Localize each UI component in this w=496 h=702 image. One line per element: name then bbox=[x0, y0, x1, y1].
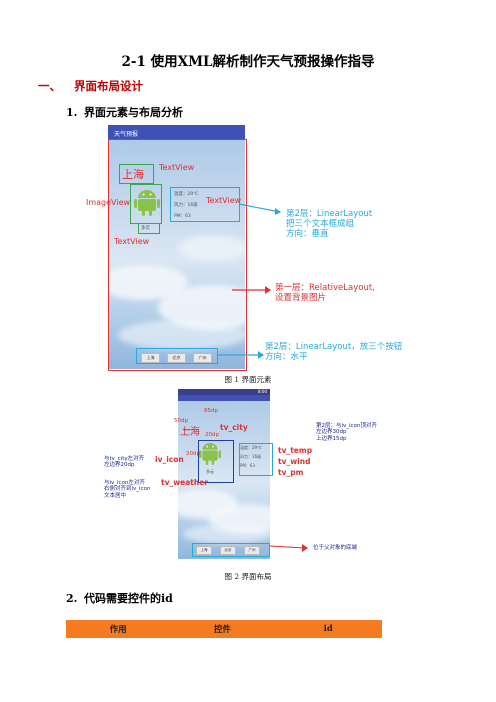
figure1-caption: 图 1 界面元素 bbox=[224, 375, 272, 384]
fig2-icon-box bbox=[198, 440, 234, 483]
fig1-weather-box bbox=[138, 223, 160, 234]
fig2-button-beijing[interactable]: 北京 bbox=[220, 546, 236, 555]
subheading-ids: 2. 代码需要控件的id bbox=[66, 590, 173, 606]
annotation-line: 把三个文本框成组 bbox=[286, 218, 355, 229]
figure2-caption: 图 2 界面布局 bbox=[224, 572, 272, 581]
fig2-id-tv-pm: tv_pm bbox=[278, 468, 304, 477]
fig2-note-bottom: 位于父对象的底端 bbox=[313, 545, 358, 551]
fig2-dim-top: 85dp bbox=[204, 408, 218, 414]
annotation-line: 设置背景图片 bbox=[275, 292, 327, 303]
fig1-label-textview-city: TextView bbox=[159, 163, 195, 172]
note-line: 上边界15dp bbox=[316, 435, 347, 442]
figure1-screenshot: 天气预报 上海 温度：29℃ 风力：16级 PM：63 多云 上海 北京 广州 bbox=[108, 125, 245, 369]
fig1-buttons-box bbox=[136, 348, 218, 364]
annotation-line: 方向：水平 bbox=[265, 351, 308, 362]
fig2-note-right: 第2层：与iv_icon顶对齐 左边界30dp 上边界15dp bbox=[316, 423, 377, 442]
fig2-pm-text: PM：63 bbox=[240, 463, 255, 468]
table-header-control: 控件 bbox=[170, 620, 275, 638]
section-heading-layout: 一、界面布局设计 bbox=[38, 78, 143, 94]
note-line: 左边界30dp bbox=[316, 429, 347, 436]
fig1-weather-caption: 多云 bbox=[141, 226, 150, 231]
fig2-temp-text: 温度：29℃ bbox=[240, 445, 262, 450]
note-line: 右侧对齐到iv_icon bbox=[104, 486, 151, 493]
section-label: 界面布局设计 bbox=[74, 79, 143, 93]
fig1-button-beijing[interactable]: 北京 bbox=[167, 353, 186, 363]
fig1-android-icon bbox=[134, 188, 160, 216]
fig2-id-tv-wind: tv_wind bbox=[278, 457, 311, 466]
fig2-status-bar: 8:00 bbox=[178, 389, 270, 395]
document-title: 2-1 使用XML解析制作天气预报操作指导 bbox=[121, 54, 375, 70]
fig2-id-tv-city: tv_city bbox=[220, 423, 248, 432]
fig2-button-guangzhou[interactable]: 广州 bbox=[244, 546, 260, 555]
fig1-relativelayout-box bbox=[108, 139, 247, 371]
fig2-dim-left-icon: 20dp bbox=[186, 451, 200, 457]
note-line: 左边界20dp bbox=[104, 462, 135, 469]
note-line: 第2层：与iv_icon顶对齐 bbox=[316, 423, 377, 429]
fig2-android-icon bbox=[199, 441, 221, 465]
fig1-temp-text: 温度：29℃ bbox=[174, 192, 199, 197]
fig2-buttons-box bbox=[192, 543, 270, 557]
fig2-guide-line bbox=[183, 429, 199, 430]
annotation-line: 方向：垂直 bbox=[286, 228, 329, 239]
table-header-id: id bbox=[274, 620, 382, 638]
fig1-app-title: 天气预报 bbox=[114, 131, 139, 138]
fig1-label-textview-info: TextView bbox=[206, 196, 242, 205]
fig2-id-iv-icon: iv_icon bbox=[155, 455, 184, 464]
fig1-annotation-layer1: 第一层：RelativeLayout, 设置背景图片 bbox=[275, 283, 375, 304]
fig2-wind-text: 风力：16级 bbox=[240, 454, 262, 459]
subheading-label: 界面元素与布局分析 bbox=[84, 106, 183, 119]
table-header-row: 作用 控件 id bbox=[66, 620, 382, 638]
fig1-app-bar: 天气预报 bbox=[108, 125, 245, 139]
note-line: 与iv_icon左对齐 bbox=[104, 480, 145, 486]
fig2-city-text: 上海 bbox=[180, 427, 200, 438]
fig1-annotation-layer2-horizontal: 第2层：LinearLayout，放三个按钮 方向：水平 bbox=[265, 342, 403, 363]
fig1-pm-text: PM：63 bbox=[174, 214, 191, 219]
fig2-id-tv-weather: tv_weather bbox=[161, 478, 209, 487]
note-line: 文本居中 bbox=[104, 492, 127, 499]
annotation-line: 第2层：LinearLayout，放三个按钮 bbox=[265, 342, 403, 352]
subheading-number: 2. bbox=[66, 592, 78, 605]
fig2-dim-top-icon: 20dp bbox=[205, 432, 219, 438]
subheading-elements: 1. 界面元素与布局分析 bbox=[66, 104, 183, 120]
fig2-note-left-b: 与iv_icon左对齐 右侧对齐到iv_icon 文本居中 bbox=[104, 480, 150, 499]
fig1-wind-text: 风力：16级 bbox=[174, 203, 198, 208]
note-line: 与tv_city左对齐 bbox=[104, 456, 145, 462]
subheading-number: 1. bbox=[66, 106, 78, 119]
section-number: 一、 bbox=[38, 79, 61, 93]
fig1-label-imageview: ImageView bbox=[86, 198, 131, 207]
annotation-line: 第2层：LinearLayout bbox=[286, 209, 373, 219]
fig1-city-text: 上海 bbox=[122, 168, 144, 181]
fig2-button-shanghai[interactable]: 上海 bbox=[196, 546, 212, 555]
annotation-line: 第一层：RelativeLayout, bbox=[275, 283, 375, 293]
figure2-screenshot: 8:00 上海 温度：29℃ 风力：16级 PM：63 多云 上海 北京 广州 bbox=[178, 389, 270, 559]
fig2-note-left-a: 与tv_city左对齐 左边界20dp bbox=[104, 456, 144, 469]
fig2-app-bar bbox=[178, 395, 270, 401]
fig1-annotation-layer2-vertical: 第2层：LinearLayout 把三个文本框成组 方向：垂直 bbox=[286, 209, 373, 239]
fig2-weather-caption: 多云 bbox=[206, 469, 214, 474]
fig2-id-tv-temp: tv_temp bbox=[278, 446, 313, 455]
id-table: 作用 控件 id bbox=[66, 620, 382, 638]
fig2-dim-left-city: 50dp bbox=[174, 418, 188, 424]
fig2-status-time: 8:00 bbox=[258, 389, 267, 394]
fig1-city-box bbox=[119, 164, 154, 184]
subheading-label: 代码需要控件的id bbox=[84, 592, 173, 605]
fig2-info-box bbox=[239, 443, 273, 476]
table-header-purpose: 作用 bbox=[66, 620, 171, 638]
fig1-label-textview-weather: TextView bbox=[114, 237, 150, 246]
fig1-button-guangzhou[interactable]: 广州 bbox=[193, 353, 212, 363]
fig1-button-shanghai[interactable]: 上海 bbox=[141, 353, 160, 363]
